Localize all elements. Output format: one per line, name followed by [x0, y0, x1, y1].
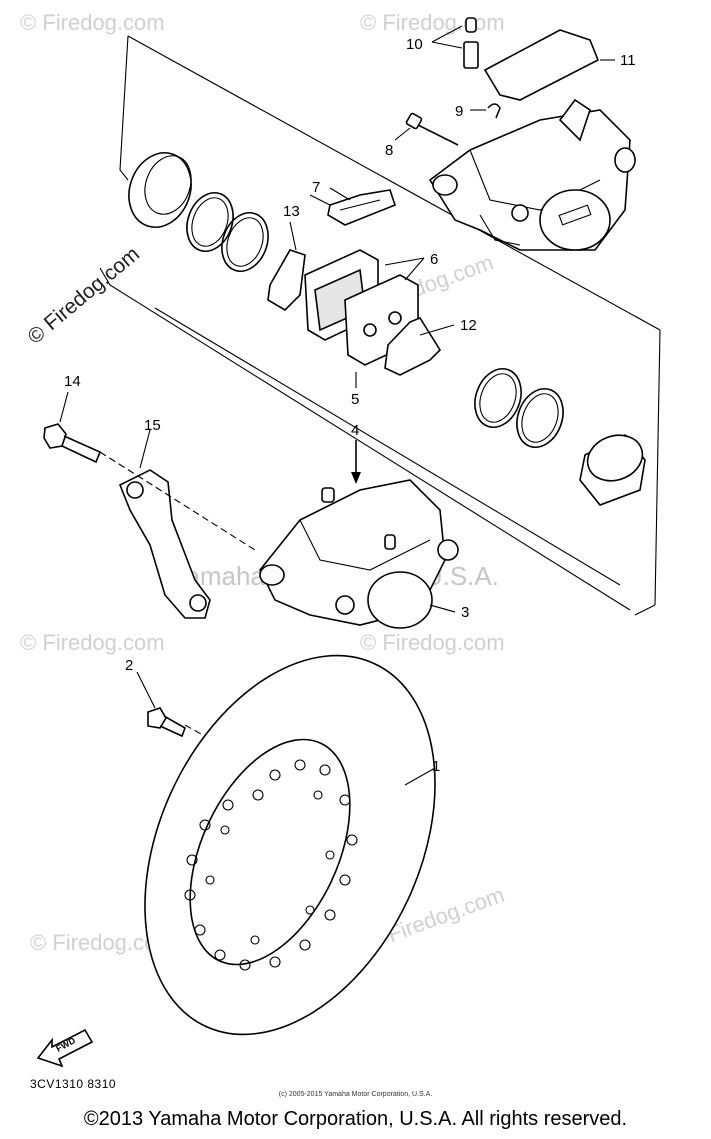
- callout-3: 3: [461, 604, 469, 621]
- callout-12: 12: [460, 317, 477, 334]
- pad-shim-part-13: [267, 249, 306, 312]
- copyright-small: (c) 2005-2015 Yamaha Motor Corporation, …: [278, 1091, 433, 1098]
- watermark-firedog: © Firedog.com: [23, 242, 144, 348]
- piston-right-part-5: [579, 433, 646, 506]
- copyright-footer: ©2013 Yamaha Motor Corporation, U.S.A. A…: [83, 1108, 628, 1130]
- diagram-code: 3CV1310 8310: [30, 1077, 117, 1091]
- callout-11: 11: [620, 52, 636, 69]
- seal-right-part-4: [474, 368, 564, 448]
- watermark-firedog: © Firedog.com: [20, 630, 165, 655]
- callout-9: 9: [455, 103, 463, 120]
- callout-6: 6: [430, 251, 438, 268]
- brake-pads-part-6: [304, 249, 419, 366]
- bleeder-valve-part-10: [431, 17, 479, 69]
- callout-1: 1: [432, 758, 440, 775]
- watermark-firedog: © Firedog.com: [360, 630, 505, 655]
- disc-holes: [184, 759, 358, 971]
- brake-disc-part-1: [144, 654, 436, 1036]
- piston-left-part-5: [128, 152, 192, 228]
- pad-cover-part-11: [483, 29, 600, 101]
- callout-14: 14: [64, 373, 81, 390]
- caliper-assembly-part-3: [259, 479, 459, 629]
- callout-13: 13: [283, 203, 300, 220]
- callout-leaders: [289, 194, 456, 613]
- callout-10: 10: [406, 36, 423, 53]
- callout-labels: 1 2 3 4 5 6 7 8 9 10 11 12 13 14 15: [64, 36, 636, 775]
- pad-shim-part-12: [384, 317, 442, 376]
- callout-5: 5: [351, 391, 359, 408]
- exploded-frame: [99, 35, 661, 616]
- callout-2: 2: [125, 657, 133, 674]
- caliper-assembly-top: [428, 98, 636, 251]
- pad-spring-part-7: [327, 187, 396, 226]
- disc-bolt-part-2: [136, 671, 186, 738]
- fwd-arrow-icon: FWD: [36, 1028, 94, 1068]
- clip-part-9: [487, 103, 501, 119]
- callout-15: 15: [144, 417, 161, 434]
- pad-pin-part-8: [394, 112, 459, 146]
- callout-4: 4: [351, 422, 359, 439]
- bolt-part-14: [43, 391, 102, 464]
- watermark-firedog: © Firedog.com: [360, 10, 505, 35]
- callout-7: 7: [312, 179, 320, 196]
- seal-left-part-4: [186, 192, 269, 272]
- watermark-firedog: © Firedog.com: [20, 10, 165, 35]
- callout-8: 8: [385, 142, 393, 159]
- bracket-part-15: [118, 429, 211, 619]
